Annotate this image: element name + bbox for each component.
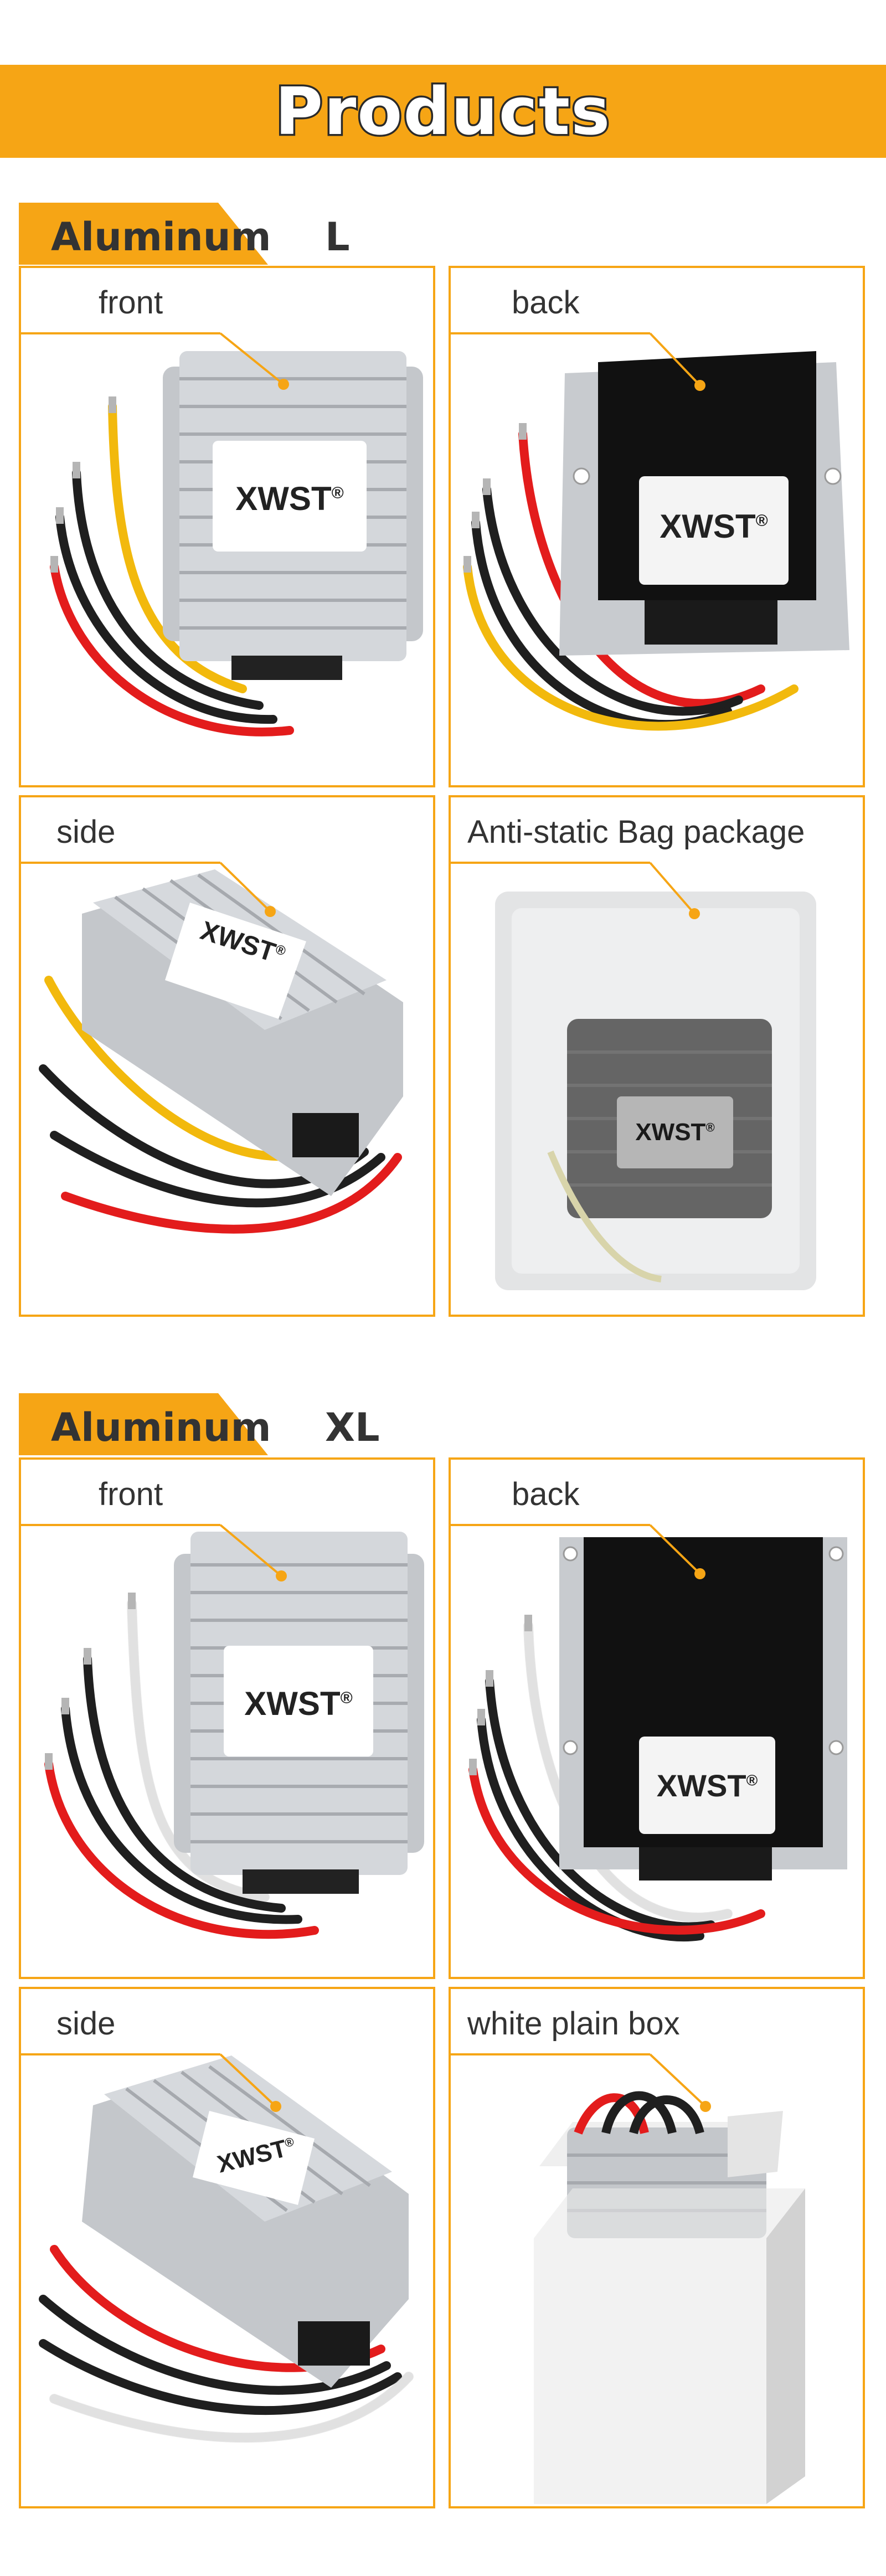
panel-l-front: front XWST® bbox=[19, 266, 435, 787]
panel-xl-box-caption: white plain box bbox=[467, 2006, 680, 2042]
leader-dot-icon bbox=[689, 908, 700, 919]
banner-title: Products bbox=[273, 71, 612, 152]
panel-xl-side: side XWST® bbox=[19, 1987, 435, 2508]
section-1-title: Aluminum L bbox=[51, 214, 350, 260]
xl-front-illustration bbox=[21, 1524, 424, 1939]
xl-side-illustration bbox=[21, 2053, 414, 2443]
leader-dot-icon bbox=[694, 380, 705, 391]
leader-dot-icon bbox=[700, 2101, 711, 2112]
panel-xl-back: back XWST® bbox=[449, 1457, 865, 1979]
leader-dot-icon bbox=[278, 379, 289, 390]
leader-dot-icon bbox=[276, 1570, 287, 1581]
leader-dot-icon bbox=[265, 906, 276, 917]
panel-xl-box: white plain box bbox=[449, 1987, 865, 2508]
panel-l-front-caption: front bbox=[99, 285, 163, 321]
panel-l-back: back XWST® bbox=[449, 266, 865, 787]
brand-label-xl-front: XWST® bbox=[244, 1685, 353, 1722]
l-back-illustration bbox=[451, 332, 849, 731]
products-banner bbox=[0, 65, 886, 158]
l-bag-illustration bbox=[451, 862, 816, 1290]
panel-xl-front: front XWST® bbox=[19, 1457, 435, 1979]
panel-l-bag: Anti-static Bag package XWST® bbox=[449, 795, 865, 1317]
panel-l-back-caption: back bbox=[512, 285, 580, 321]
panel-xl-front-caption: front bbox=[99, 1476, 163, 1512]
xl-back-illustration bbox=[451, 1524, 847, 1942]
leader-dot-icon bbox=[270, 2101, 281, 2112]
l-front-illustration bbox=[21, 332, 423, 736]
brand-label-l-back: XWST® bbox=[660, 508, 768, 545]
panel-l-side-caption: side bbox=[56, 814, 116, 850]
brand-label-l-front: XWST® bbox=[235, 480, 344, 517]
l-side-illustration bbox=[21, 862, 403, 1234]
section-2-tab bbox=[19, 1393, 268, 1455]
panel-l-side: side XWST® bbox=[19, 795, 435, 1317]
section-2-title: Aluminum XL bbox=[51, 1405, 380, 1450]
brand-label-xl-back: XWST® bbox=[656, 1768, 758, 1803]
brand-label-l-bag: XWST® bbox=[635, 1119, 715, 1146]
leader-dot-icon bbox=[694, 1568, 705, 1579]
panel-xl-back-caption: back bbox=[512, 1476, 580, 1512]
xl-box-illustration bbox=[451, 2053, 805, 2504]
panel-l-bag-caption: Anti-static Bag package bbox=[467, 814, 805, 850]
panel-xl-side-caption: side bbox=[56, 2006, 116, 2042]
